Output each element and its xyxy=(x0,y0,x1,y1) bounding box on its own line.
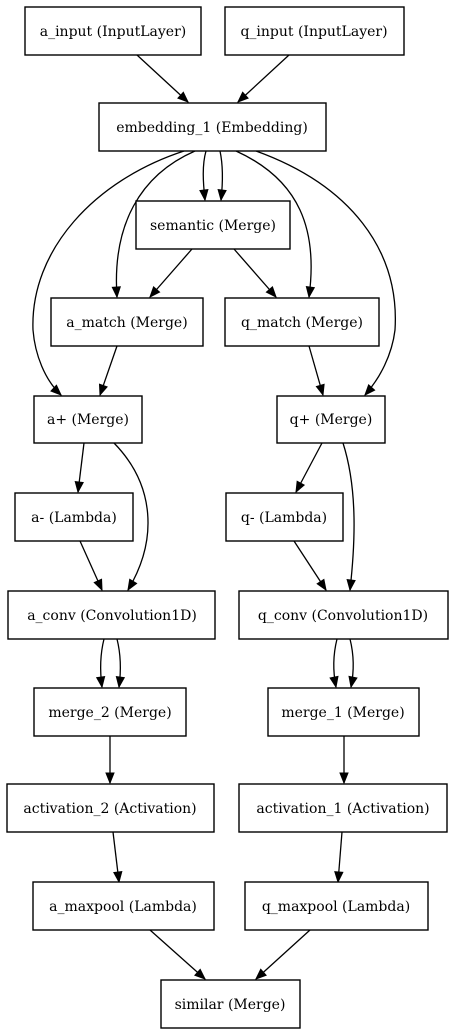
edge-a_plus-a_conv xyxy=(113,442,149,590)
node-label: q_input (InputLayer) xyxy=(240,24,387,40)
edge-embedding_1-a_plus xyxy=(32,150,185,395)
node-activation_1[interactable]: activation_1 (Activation) xyxy=(238,783,448,833)
node-label: q_conv (Convolution1D) xyxy=(258,608,428,624)
edge-activation_2-a_maxpool xyxy=(112,831,119,882)
node-label: a_input (InputLayer) xyxy=(40,24,187,40)
node-merge_2[interactable]: merge_2 (Merge) xyxy=(33,687,187,737)
node-a_maxpool[interactable]: a_maxpool (Lambda) xyxy=(32,881,215,931)
node-q_maxpool[interactable]: q_maxpool (Lambda) xyxy=(244,881,429,931)
node-label: activation_1 (Activation) xyxy=(256,801,429,817)
edge-q_plus-q_minus xyxy=(296,442,323,492)
node-q_conv[interactable]: q_conv (Convolution1D) xyxy=(238,590,449,640)
edge-semantic-q_match xyxy=(233,248,276,297)
node-label: q+ (Merge) xyxy=(290,412,373,428)
edge-embedding_1-a_match xyxy=(116,150,196,297)
node-embedding_1[interactable]: embedding_1 (Embedding) xyxy=(98,102,327,152)
edge-a_plus-a_minus xyxy=(78,442,85,492)
edges xyxy=(32,54,396,979)
edge-a_input-embedding_1 xyxy=(136,54,188,102)
node-label: merge_2 (Merge) xyxy=(48,705,171,721)
node-q_match[interactable]: q_match (Merge) xyxy=(224,297,380,347)
node-label: a_match (Merge) xyxy=(66,315,187,331)
nodes: a_input (InputLayer) q_input (InputLayer… xyxy=(6,6,449,1029)
edge-q_maxpool-similar xyxy=(256,929,311,979)
node-semantic[interactable]: semantic (Merge) xyxy=(135,200,291,250)
edge-embedding_1-semantic xyxy=(220,150,222,200)
edge-embedding_1-q_plus xyxy=(255,150,396,395)
edge-a_conv-merge_2 xyxy=(101,638,104,687)
edge-activation_1-q_maxpool xyxy=(338,831,342,882)
edge-embedding_1-q_match xyxy=(235,150,311,297)
node-a_plus[interactable]: a+ (Merge) xyxy=(33,395,143,444)
node-label: activation_2 (Activation) xyxy=(23,801,196,817)
edge-q_conv-merge_1 xyxy=(334,638,337,687)
node-label: similar (Merge) xyxy=(175,997,286,1013)
node-merge_1[interactable]: merge_1 (Merge) xyxy=(267,687,420,737)
node-q_plus[interactable]: q+ (Merge) xyxy=(276,395,386,444)
node-label: a_conv (Convolution1D) xyxy=(27,608,197,624)
edge-q_input-embedding_1 xyxy=(238,54,290,102)
edge-a_conv-merge_2 xyxy=(117,638,120,687)
node-label: q- (Lambda) xyxy=(241,510,327,526)
node-label: a+ (Merge) xyxy=(47,412,129,428)
edge-a_minus-a_conv xyxy=(79,540,103,590)
node-label: merge_1 (Merge) xyxy=(281,705,404,721)
node-q_minus[interactable]: q- (Lambda) xyxy=(225,492,344,542)
node-activation_2[interactable]: activation_2 (Activation) xyxy=(6,783,215,833)
edge-a_maxpool-similar xyxy=(149,929,205,979)
edge-q_match-q_plus xyxy=(308,345,323,395)
node-label: a_maxpool (Lambda) xyxy=(49,899,197,915)
node-q_input[interactable]: q_input (InputLayer) xyxy=(224,6,405,56)
node-label: semantic (Merge) xyxy=(150,218,276,234)
edge-embedding_1-semantic xyxy=(203,150,206,200)
node-label: q_maxpool (Lambda) xyxy=(262,899,410,915)
node-label: q_match (Merge) xyxy=(241,315,363,331)
node-similar[interactable]: similar (Merge) xyxy=(160,979,301,1029)
edge-q_plus-q_conv xyxy=(342,442,354,590)
node-a_input[interactable]: a_input (InputLayer) xyxy=(24,6,202,56)
edge-q_minus-q_conv xyxy=(293,540,326,590)
edge-semantic-a_match xyxy=(150,248,193,297)
node-a_minus[interactable]: a- (Lambda) xyxy=(14,492,134,542)
edge-a_match-a_plus xyxy=(100,345,118,395)
node-a_match[interactable]: a_match (Merge) xyxy=(50,297,204,347)
node-label: embedding_1 (Embedding) xyxy=(116,120,308,136)
node-label: a- (Lambda) xyxy=(31,510,117,526)
edge-q_conv-merge_1 xyxy=(350,638,353,687)
node-a_conv[interactable]: a_conv (Convolution1D) xyxy=(7,590,216,640)
